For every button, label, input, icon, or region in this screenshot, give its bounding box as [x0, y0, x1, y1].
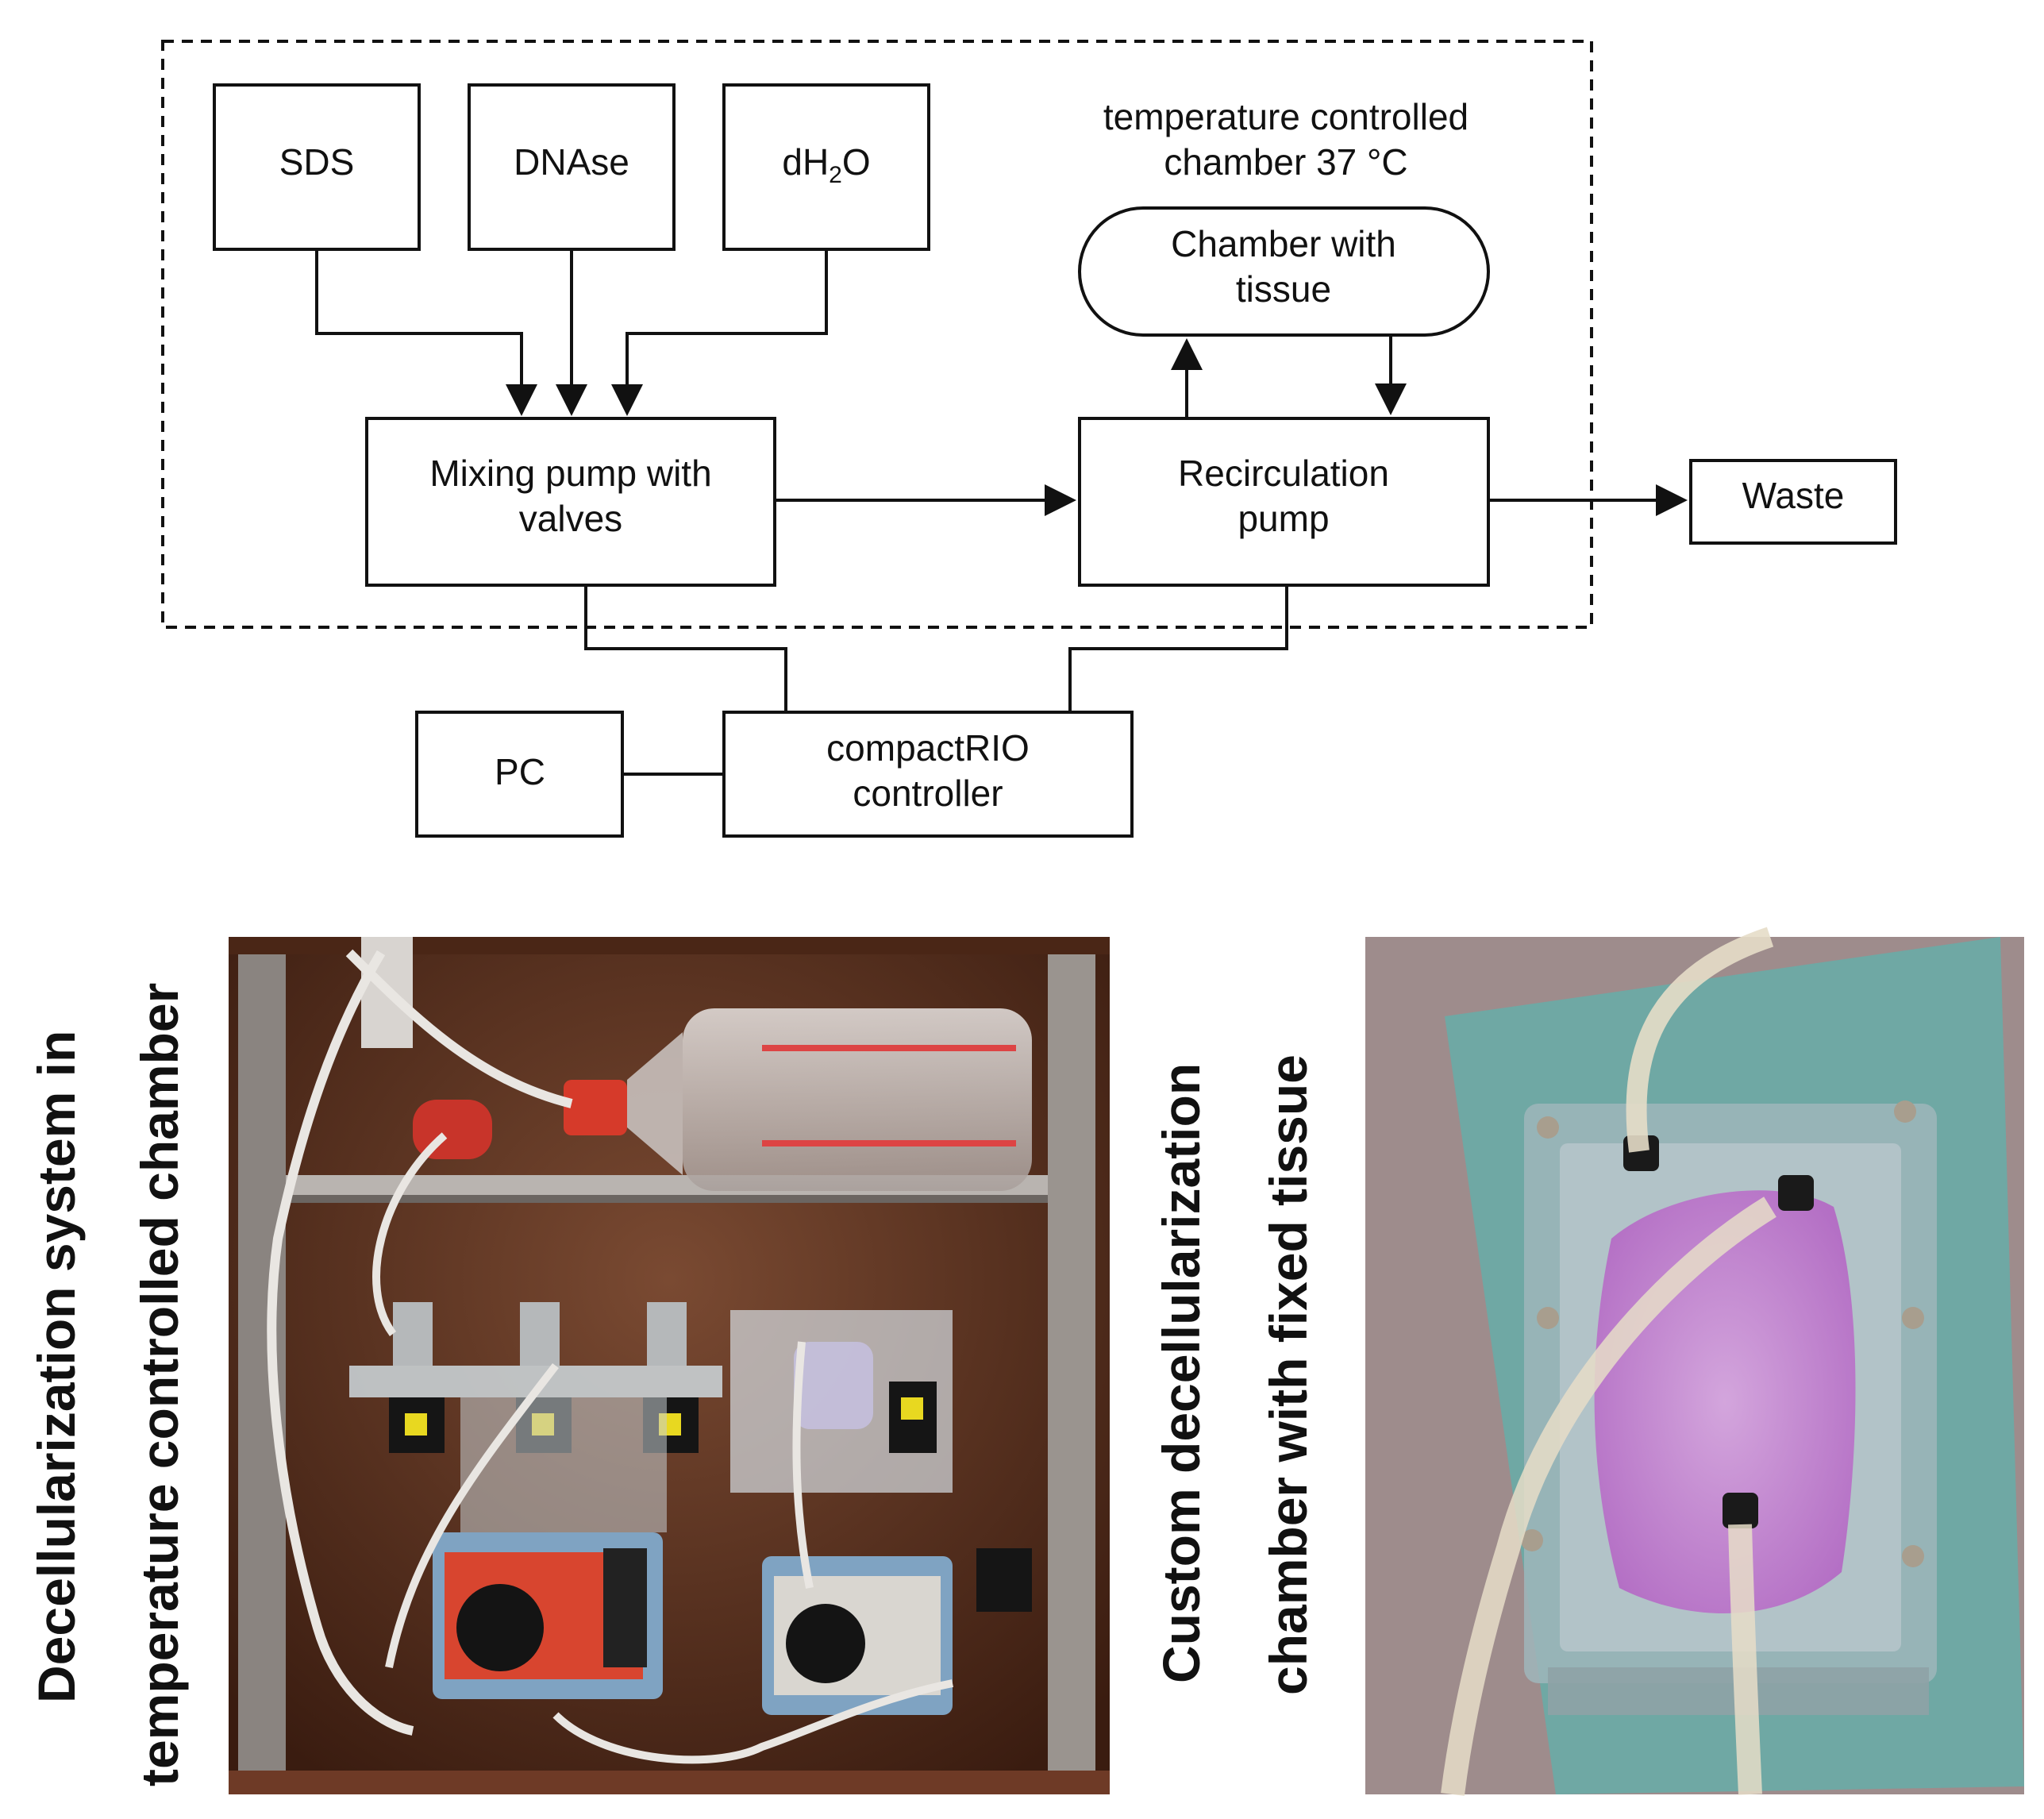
recirculation-pump-label-line1: Recirculation [1178, 453, 1389, 494]
chamber-label-line2: chamber 37 °C [1164, 141, 1407, 183]
waste-label: Waste [1742, 475, 1845, 516]
controller-label-line2: controller [853, 773, 1003, 814]
right-caption-line1: Custom decellularization [1152, 1062, 1211, 1683]
waste-node: Waste [1689, 459, 1897, 545]
right-caption-line2: chamber with fixed tissue [1259, 1054, 1318, 1695]
dnase-label: DNAse [514, 141, 629, 183]
tissue-chamber-label-line1: Chamber with [1171, 223, 1396, 264]
recirculation-pump-label-line2: pump [1238, 498, 1329, 539]
dnase-node: DNAse [468, 83, 676, 251]
cabinet-photo [229, 937, 1110, 1794]
temperature-chamber-boundary [161, 40, 1593, 629]
tissue-sample [1594, 1190, 1856, 1614]
controller-label-line1: compactRIO [826, 727, 1030, 769]
dh2o-label: dH2O [782, 141, 870, 188]
left-caption-line1: Decellularization system in [27, 1030, 86, 1703]
recirculation-pump-node: Recirculation pump [1078, 417, 1490, 587]
mixing-pump-label-line1: Mixing pump with [429, 453, 711, 494]
mixing-pump-label-line2: valves [519, 498, 622, 539]
sds-label: SDS [279, 141, 355, 183]
tissue-chamber-photo [1365, 927, 2024, 1796]
reagent-bottle [683, 1008, 1032, 1191]
pc-node: PC [415, 711, 624, 838]
mixing-to-controller-wire [584, 585, 787, 712]
sds-node: SDS [213, 83, 421, 251]
pc-label: PC [495, 751, 545, 792]
dh2o-node: dH2O [722, 83, 930, 251]
dh2o-to-mixing-arrow [611, 249, 828, 416]
tissue-chamber-node: Chamber with tissue [1078, 206, 1490, 337]
controller-node: compactRIO controller [722, 711, 1134, 838]
recirculation-to-controller-wire [1068, 585, 1288, 712]
mixing-pump-node: Mixing pump with valves [365, 417, 776, 587]
left-caption-line2: temperature controlled chamber [130, 982, 189, 1786]
sds-to-mixing-arrow [315, 249, 537, 416]
chamber-label-line1: temperature controlled [1103, 96, 1469, 137]
tissue-chamber-label-line2: tissue [1236, 268, 1331, 310]
